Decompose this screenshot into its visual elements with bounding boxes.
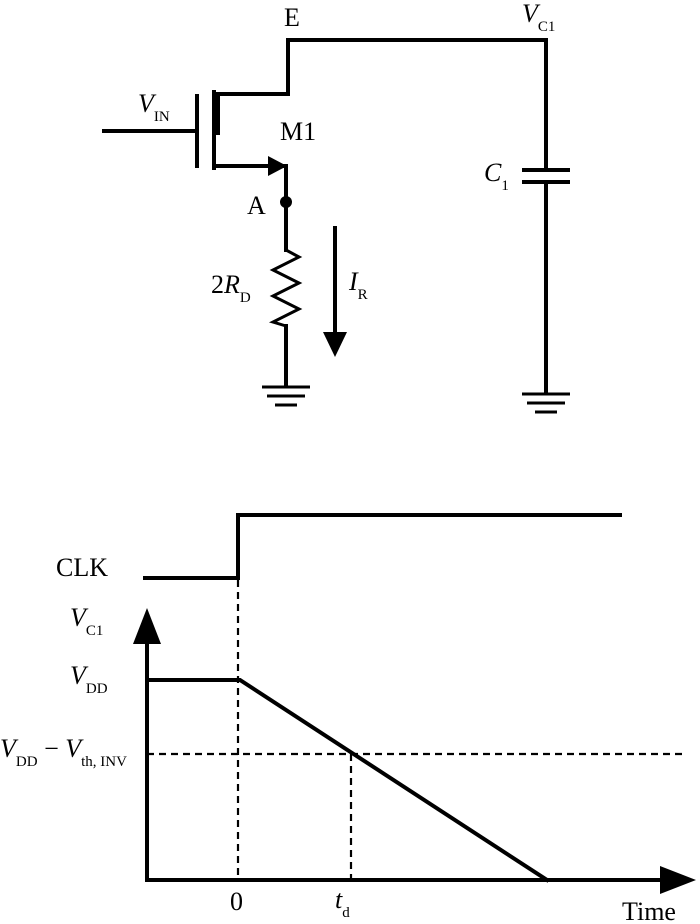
- m1-label: M1: [280, 117, 316, 146]
- y-axis-label: VC1: [70, 603, 103, 639]
- ground-symbol-right: [522, 392, 570, 414]
- node-e-label: E: [284, 3, 300, 32]
- vc1-label: VC1: [522, 0, 555, 35]
- clk-label: CLK: [56, 553, 108, 582]
- x-tick-td: td: [335, 885, 350, 921]
- node-a-label: A: [247, 191, 266, 220]
- threshold-label: VDD − Vth, INV: [0, 734, 127, 770]
- vc1-waveform: [145, 678, 550, 883]
- wire-top: [216, 38, 548, 170]
- vin-label: VIN: [138, 89, 170, 125]
- x-tick-zero: 0: [230, 887, 243, 916]
- timing-diagram: CLK VC1 VDD VDD − Vth, INV 0 td Time: [0, 513, 696, 924]
- ir-arrow-head: [323, 332, 347, 357]
- ground-symbol-left: [262, 385, 310, 407]
- clk-waveform: [143, 513, 622, 580]
- m1-source-arrow: [268, 156, 287, 176]
- circuit-schematic: E VC1 VIN M1 A C1 2RD IR: [102, 0, 570, 414]
- x-axis-arrowhead: [660, 866, 696, 894]
- resistor-label: 2RD: [211, 270, 251, 306]
- ir-label: IR: [348, 267, 368, 303]
- y-axis-arrowhead: [133, 608, 161, 644]
- vdd-label: VDD: [70, 661, 108, 697]
- c1-label: C1: [484, 158, 509, 194]
- x-axis-label: Time: [622, 897, 676, 924]
- resistor-2rd: [268, 248, 303, 328]
